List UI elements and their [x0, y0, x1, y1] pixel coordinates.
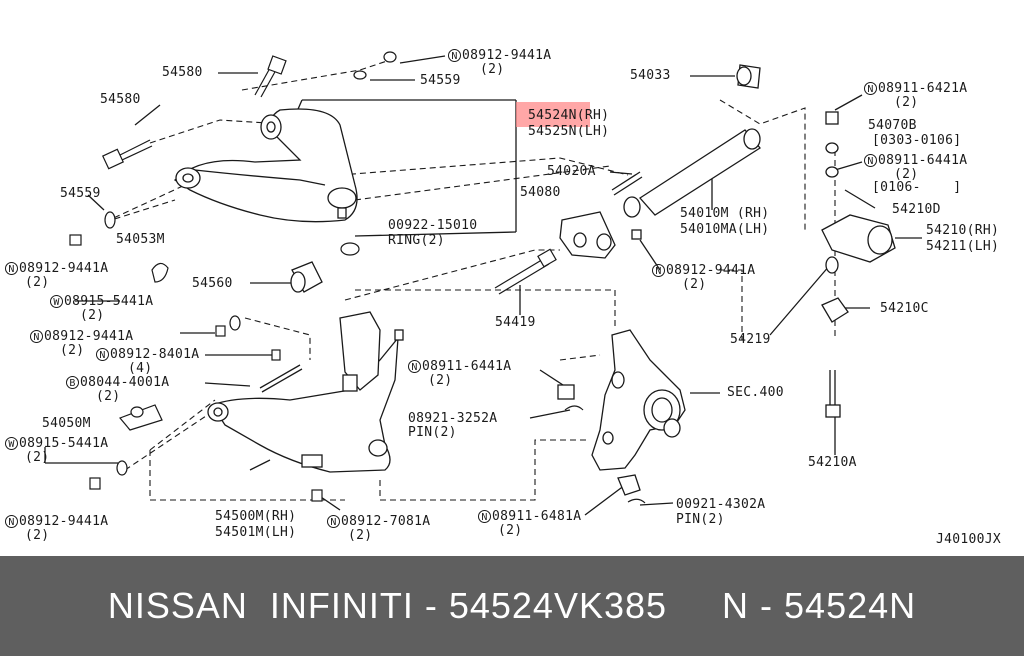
label-54560: 54560	[192, 276, 233, 291]
n-circle-icon: N	[864, 82, 877, 95]
part-number-banner: NISSAN INFINITI - 54524VK385 N - 54524N	[0, 556, 1024, 656]
label-54211-lh: 54211(LH)	[926, 239, 1000, 254]
label-sec400: SEC.400	[727, 385, 784, 400]
label-08911-6441a-right-qty: (2)	[894, 167, 919, 182]
part-number-text: NISSAN INFINITI - 54524VK385 N - 54524N	[107, 585, 917, 626]
n-circle-icon: N	[5, 515, 18, 528]
label-54033: 54033	[630, 68, 671, 83]
label-08912-7081a-qty: (2)	[348, 528, 373, 543]
label-08911-6421a-qty: (2)	[894, 95, 919, 110]
label-0106: [0106- ]	[872, 180, 962, 195]
n-circle-icon: N	[864, 154, 877, 167]
w-circle-icon: W	[5, 437, 18, 450]
label-54559: 54559	[60, 186, 101, 201]
label-00922-15010: 00922-15010	[388, 218, 478, 233]
label-54210c: 54210C	[880, 301, 929, 316]
diagram-id: J40100JX	[936, 532, 1002, 547]
label-08911-6481a-qty: (2)	[498, 523, 523, 538]
label-54080: 54080	[520, 185, 561, 200]
label-08912-9441a-left-qty: (2)	[25, 275, 50, 290]
label-54210d: 54210D	[892, 202, 941, 217]
label-54501m-lh: 54501M(LH)	[215, 525, 297, 540]
label-54070b-date: [0303-0106]	[872, 133, 962, 148]
label-54010m-rh: 54010M (RH)	[680, 206, 770, 221]
n-circle-icon: N	[652, 264, 665, 277]
diagram-drawing	[44, 51, 922, 516]
label-ring: RING(2)	[388, 233, 445, 248]
label-08912-9441a-top-qty: (2)	[480, 62, 505, 77]
label-pin2-bottom: PIN(2)	[676, 512, 725, 527]
n-circle-icon: N	[408, 360, 421, 373]
w-circle-icon: W	[50, 295, 63, 308]
label-08912-9441a-left2-qty: (2)	[60, 343, 85, 358]
label-54580-top: 54580	[162, 65, 203, 80]
label-08915-5441a-bottom-qty: (2)	[25, 450, 50, 465]
n-circle-icon: N	[327, 515, 340, 528]
highlight-54524n	[516, 102, 590, 127]
n-circle-icon: N	[5, 262, 18, 275]
label-08912-9441a-bottom-qty: (2)	[25, 528, 50, 543]
label-00921-4302a: 00921-4302A	[676, 497, 766, 512]
label-54010ma-lh: 54010MA(LH)	[680, 222, 770, 237]
n-circle-icon: N	[478, 510, 491, 523]
label-54050m: 54050M	[42, 416, 91, 431]
label-54219: 54219	[730, 332, 771, 347]
label-08911-6441a-center-qty: (2)	[428, 373, 453, 388]
label-54020a: 54020A	[547, 164, 596, 179]
label-08044-4001a-qty: (2)	[96, 389, 121, 404]
label-54580: 54580	[100, 92, 141, 107]
label-54419: 54419	[495, 315, 536, 330]
label-08921-3252a: 08921-3252A	[408, 411, 498, 426]
label-08912-8401a-qty: (4)	[128, 361, 153, 376]
label-54053m: 54053M	[116, 232, 165, 247]
n-circle-icon: N	[96, 348, 109, 361]
b-circle-icon: B	[66, 376, 79, 389]
n-circle-icon: N	[30, 330, 43, 343]
label-54559-top: 54559	[420, 73, 461, 88]
label-pin2-center: PIN(2)	[408, 425, 457, 440]
n-circle-icon: N	[448, 49, 461, 62]
label-54524n-rh: 54524N(RH)	[528, 108, 610, 123]
label-54070b: 54070B	[868, 118, 917, 133]
label-54525n-lh: 54525N(LH)	[528, 124, 610, 139]
label-54210-rh: 54210(RH)	[926, 223, 1000, 238]
label-08912-9441a-mid-qty: (2)	[682, 277, 707, 292]
label-54500m-rh: 54500M(RH)	[215, 509, 297, 524]
label-54210a: 54210A	[808, 455, 857, 470]
label-08915-5441a-top-qty: (2)	[80, 308, 105, 323]
